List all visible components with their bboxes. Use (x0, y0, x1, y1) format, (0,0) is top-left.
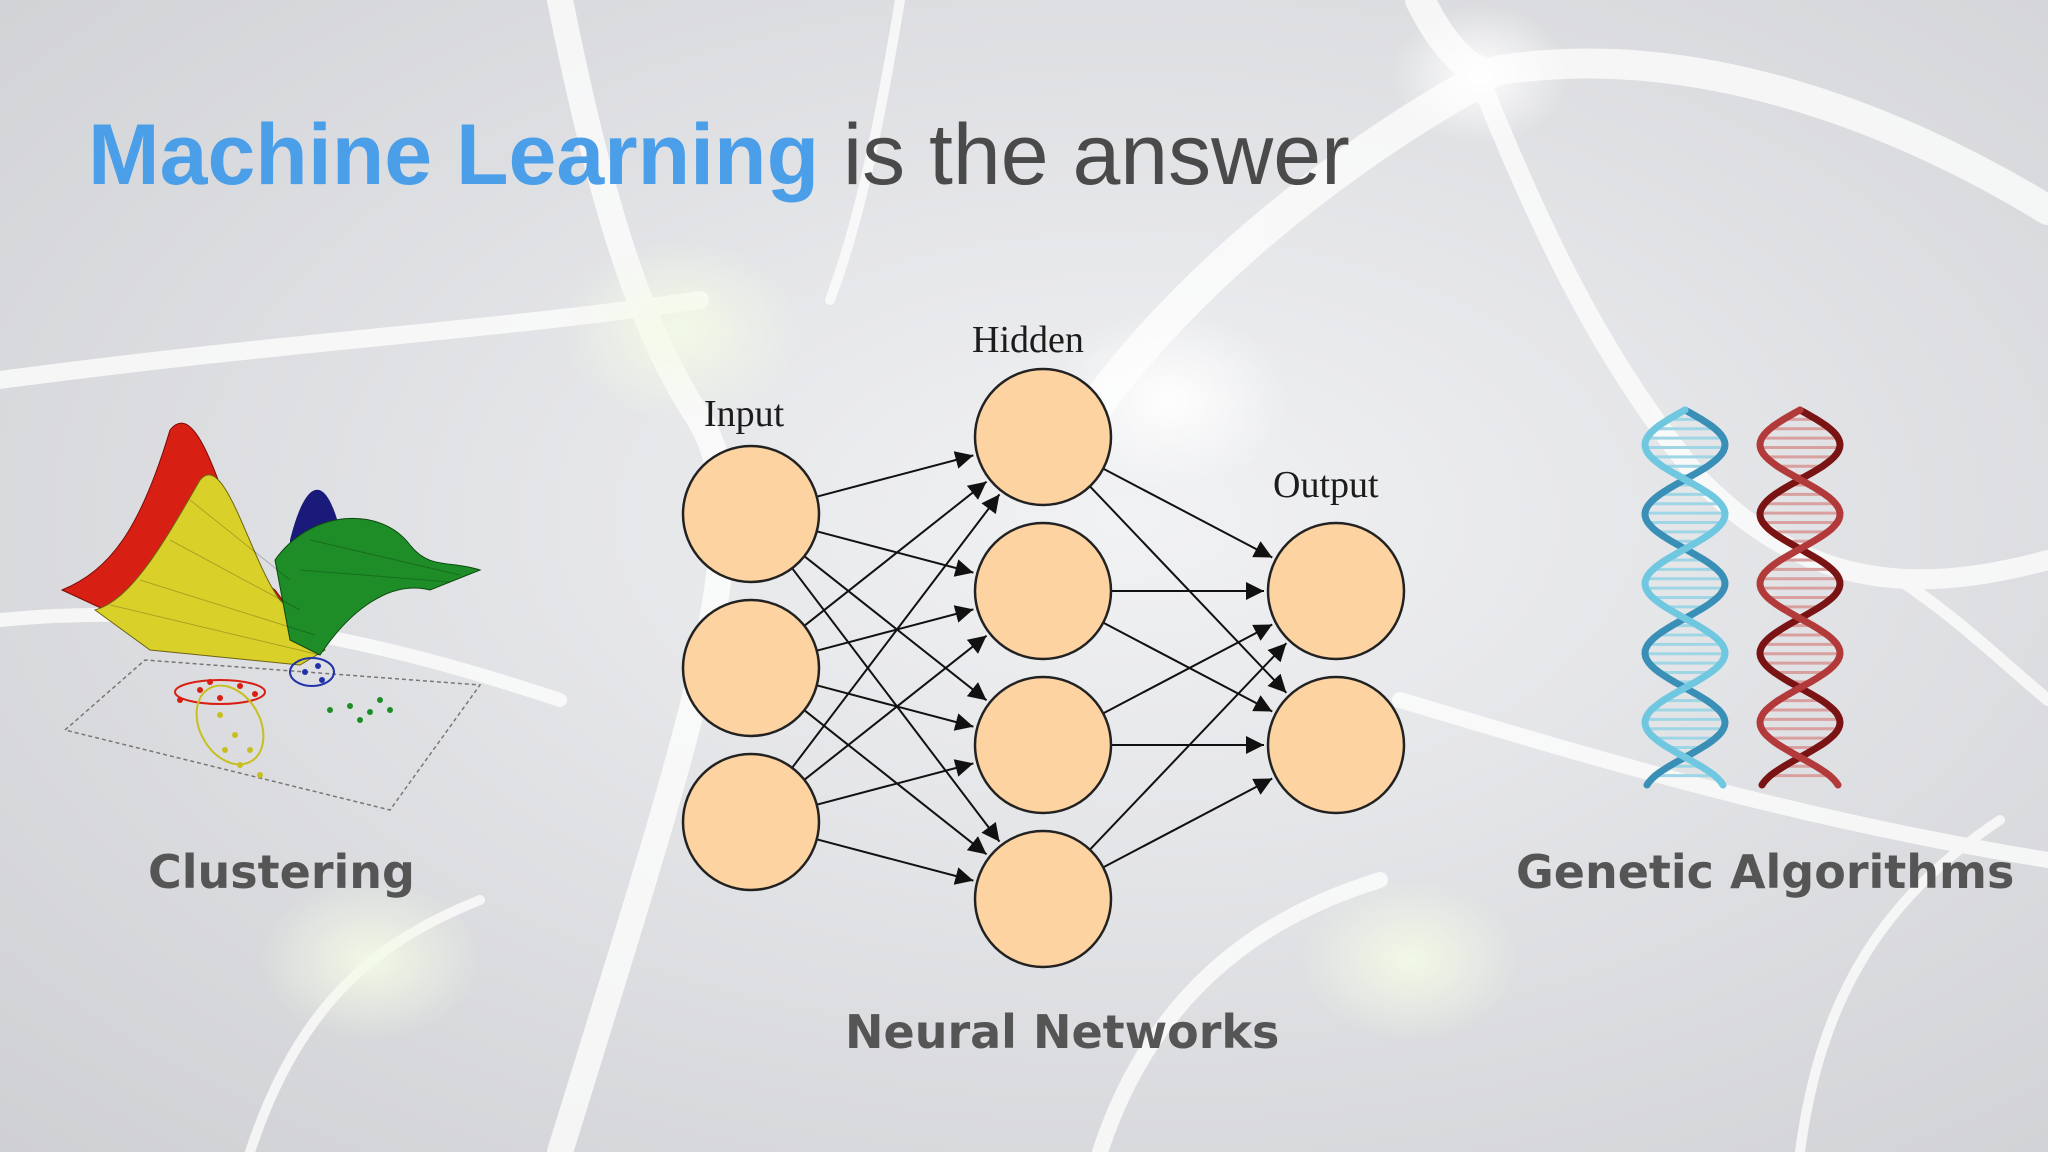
red-helix (1756, 406, 1844, 789)
hidden-node-4 (973, 829, 1113, 969)
connection-input3-to-hidden3 (816, 759, 974, 806)
connection-hidden1-to-output2 (1089, 485, 1288, 694)
connection-input1-to-hidden1 (816, 451, 974, 498)
connection-hidden3-to-output1 (1102, 623, 1273, 715)
hidden-node-3 (973, 675, 1113, 815)
connection-input2-to-hidden2 (816, 605, 974, 652)
connection-input2-to-hidden1 (803, 480, 988, 627)
connection-input1-to-hidden2 (816, 530, 974, 577)
helix-strand (1756, 406, 1844, 789)
cluster-plane (63, 657, 482, 811)
clustering-illustration (60, 422, 482, 811)
connection-input3-to-hidden1 (791, 493, 1001, 769)
caption-genetic-algorithms: Genetic Algorithms (1516, 845, 2015, 899)
caption-neural-networks: Neural Networks (845, 1005, 1280, 1059)
connection-input1-to-hidden3 (803, 555, 988, 702)
network-nodes (681, 367, 1406, 969)
output-node-1 (1266, 521, 1406, 661)
blue-helix (1641, 406, 1729, 789)
connection-input2-to-hidden3 (816, 684, 974, 731)
slide-title: Machine Learning is the answer (88, 105, 1350, 205)
connection-hidden4-to-output1 (1089, 642, 1288, 851)
input-node-2 (681, 598, 821, 738)
input-node-3 (681, 752, 821, 892)
hidden-node-1 (973, 367, 1113, 507)
connection-input1-to-hidden4 (791, 567, 1001, 843)
network-connections (791, 451, 1288, 885)
density-surface (60, 422, 482, 666)
helix-strand (1641, 406, 1729, 789)
title-accent: Machine Learning (88, 107, 820, 203)
dna-helix-illustration (1641, 406, 1844, 789)
connection-input3-to-hidden4 (816, 838, 974, 885)
layer-label-output: Output (1273, 464, 1379, 506)
connection-input3-to-hidden2 (803, 634, 988, 781)
input-node-1 (681, 444, 821, 584)
title-rest: is the answer (819, 107, 1350, 203)
connection-input2-to-hidden4 (803, 709, 988, 856)
connection-hidden2-to-output2 (1102, 621, 1273, 713)
helix-strand (1641, 406, 1729, 789)
layer-label-input: Input (704, 393, 785, 435)
layer-label-hidden: Hidden (972, 319, 1084, 361)
hidden-node-2 (973, 521, 1113, 661)
connection-hidden4-to-output2 (1102, 777, 1273, 869)
helix-strand (1756, 406, 1844, 789)
caption-clustering: Clustering (148, 845, 415, 899)
connection-hidden1-to-output1 (1102, 467, 1273, 559)
output-node-2 (1266, 675, 1406, 815)
